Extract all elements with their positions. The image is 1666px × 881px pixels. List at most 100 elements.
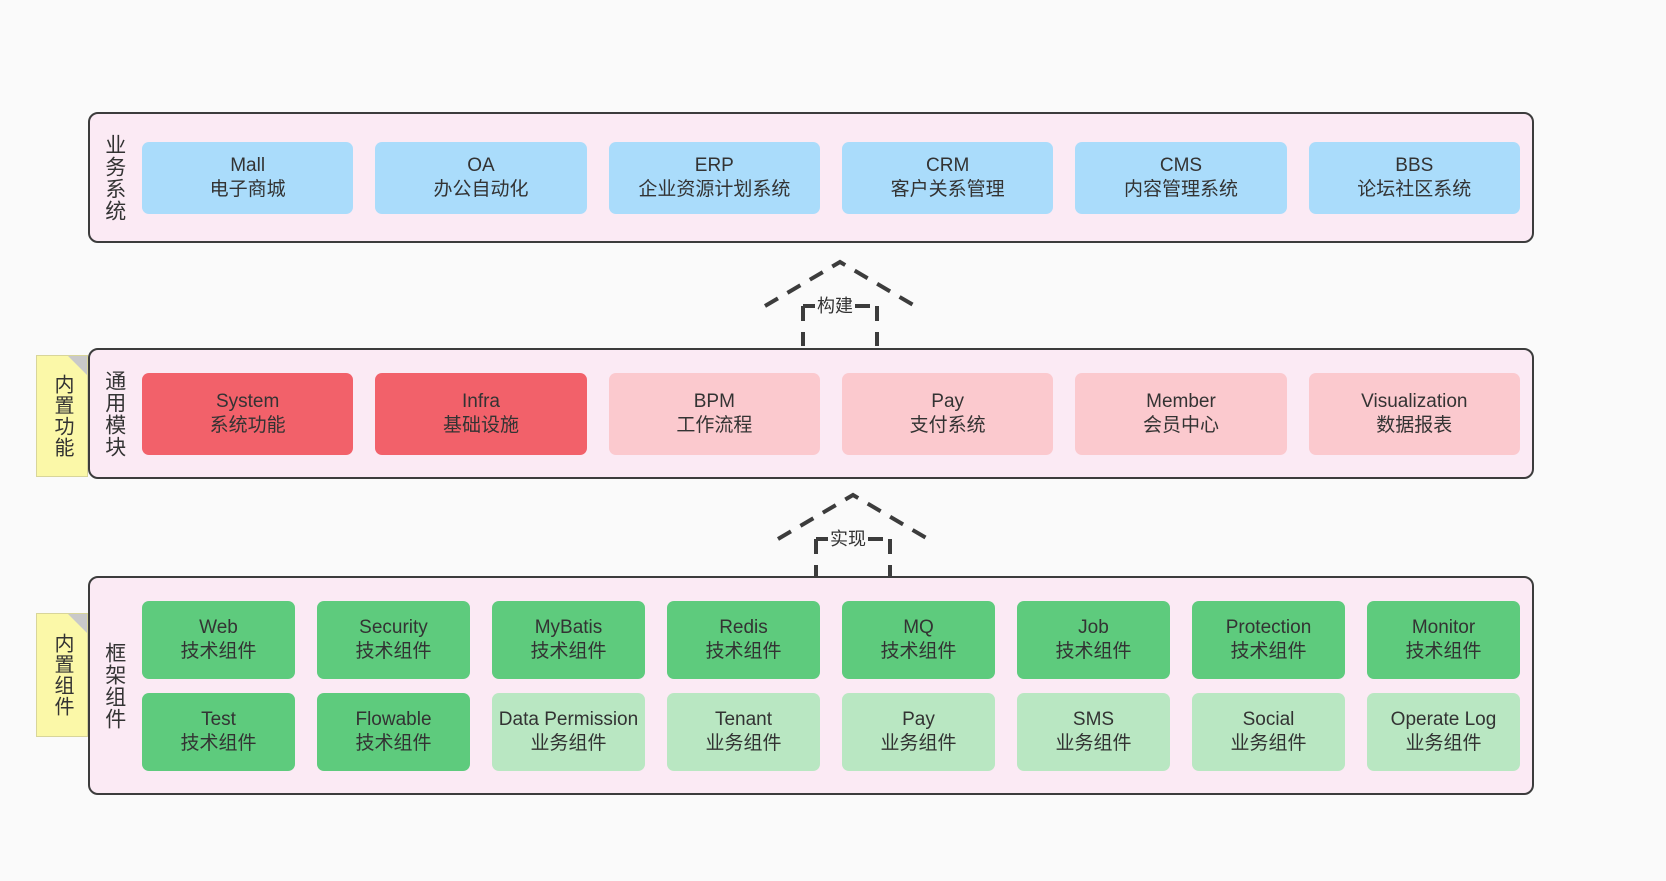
- business-item-cms[interactable]: CMS 内容管理系统: [1075, 141, 1287, 214]
- business-item-desc: 内容管理系统: [1123, 178, 1238, 200]
- connector-implement-label: 实现: [828, 525, 868, 551]
- framework-item-name: Flowable: [355, 709, 432, 731]
- layer-title-framework: 框架组件: [102, 641, 126, 730]
- common-item-desc: 系统功能: [209, 414, 286, 436]
- framework-item-name: Operate Log: [1390, 709, 1497, 731]
- framework-item-name: Job: [1078, 617, 1109, 639]
- common-item-desc: 数据报表: [1376, 414, 1453, 436]
- framework-item-operate-log[interactable]: Operate Log 业务组件: [1367, 692, 1520, 771]
- framework-item-desc: 技术组件: [1055, 640, 1132, 662]
- framework-item-desc: 业务组件: [1230, 732, 1307, 754]
- common-item-member[interactable]: Member 会员中心: [1075, 372, 1287, 455]
- business-item-desc: 企业资源计划系统: [638, 178, 791, 200]
- framework-item-desc: 技术组件: [355, 732, 432, 754]
- framework-item-name: Data Permission: [498, 709, 639, 731]
- business-item-name: CMS: [1159, 155, 1203, 177]
- framework-item-protection[interactable]: Protection 技术组件: [1192, 600, 1345, 679]
- layer-title-common: 通用模块: [102, 369, 126, 458]
- framework-item-name: Tenant: [714, 709, 773, 731]
- framework-item-desc: 技术组件: [180, 640, 257, 662]
- framework-item-web[interactable]: Web 技术组件: [142, 600, 295, 679]
- business-item-name: BBS: [1395, 155, 1434, 177]
- framework-item-desc: 技术组件: [355, 640, 432, 662]
- layer-body-common: System 系统功能 Infra 基础设施 BPM 工作流程 Pay 支付系统…: [138, 350, 1532, 477]
- framework-item-desc: 技术组件: [1230, 640, 1307, 662]
- business-item-name: ERP: [694, 155, 734, 177]
- layer-body-business: Mall 电子商城 OA 办公自动化 ERP 企业资源计划系统 CRM 客户关系…: [138, 114, 1532, 241]
- note-built-in-components: 内置组件: [36, 613, 88, 737]
- framework-row-tech: Web 技术组件 Security 技术组件 MyBatis 技术组件 Redi…: [142, 600, 1520, 679]
- business-item-crm[interactable]: CRM 客户关系管理: [841, 141, 1054, 214]
- common-item-name: Visualization: [1361, 391, 1468, 413]
- business-item-oa[interactable]: OA 办公自动化: [375, 141, 587, 214]
- framework-item-name: SMS: [1072, 709, 1115, 731]
- framework-item-name: Protection: [1225, 617, 1312, 639]
- layer-title-business: 业务系统: [102, 133, 126, 222]
- common-item-visualization[interactable]: Visualization 数据报表: [1308, 372, 1520, 455]
- framework-item-desc: 技术组件: [705, 640, 782, 662]
- framework-item-mybatis[interactable]: MyBatis 技术组件: [492, 600, 645, 679]
- framework-item-name: Test: [201, 709, 236, 731]
- business-item-desc: 论坛社区系统: [1357, 178, 1472, 200]
- framework-item-test[interactable]: Test 技术组件: [142, 692, 295, 771]
- connector-build-label: 构建: [815, 292, 855, 318]
- framework-item-desc: 技术组件: [880, 640, 957, 662]
- layer-body-framework: Web 技术组件 Security 技术组件 MyBatis 技术组件 Redi…: [138, 578, 1532, 793]
- common-row: System 系统功能 Infra 基础设施 BPM 工作流程 Pay 支付系统…: [142, 372, 1520, 455]
- framework-item-desc: 业务组件: [880, 732, 957, 754]
- framework-item-name: Web: [199, 617, 238, 639]
- framework-item-data-permission[interactable]: Data Permission 业务组件: [492, 692, 645, 771]
- connector-implement: 实现: [768, 491, 938, 579]
- common-item-desc: 工作流程: [676, 414, 753, 436]
- framework-item-flowable[interactable]: Flowable 技术组件: [317, 692, 470, 771]
- framework-item-monitor[interactable]: Monitor 技术组件: [1367, 600, 1520, 679]
- framework-item-name: MyBatis: [534, 617, 603, 639]
- common-item-name: BPM: [693, 391, 735, 413]
- business-item-name: Mall: [230, 155, 266, 177]
- framework-item-redis[interactable]: Redis 技术组件: [667, 600, 820, 679]
- common-item-desc: 基础设施: [442, 414, 519, 436]
- business-item-erp[interactable]: ERP 企业资源计划系统: [608, 141, 820, 214]
- framework-item-name: Security: [359, 617, 428, 639]
- common-item-system[interactable]: System 系统功能: [142, 372, 354, 455]
- framework-item-desc: 业务组件: [1055, 732, 1132, 754]
- framework-item-name: Social: [1242, 709, 1295, 731]
- common-item-name: System: [215, 391, 280, 413]
- common-item-desc: 会员中心: [1142, 414, 1219, 436]
- note-built-in-features: 内置功能: [36, 355, 88, 477]
- framework-row-business: Test 技术组件 Flowable 技术组件 Data Permission …: [142, 692, 1520, 771]
- common-item-pay[interactable]: Pay 支付系统: [841, 372, 1054, 455]
- framework-item-tenant[interactable]: Tenant 业务组件: [667, 692, 820, 771]
- framework-item-pay[interactable]: Pay 业务组件: [842, 692, 995, 771]
- business-item-mall[interactable]: Mall 电子商城: [142, 141, 354, 214]
- framework-item-desc: 技术组件: [1405, 640, 1482, 662]
- common-item-name: Pay: [931, 391, 965, 413]
- framework-item-mq[interactable]: MQ 技术组件: [842, 600, 995, 679]
- framework-item-job[interactable]: Job 技术组件: [1017, 600, 1170, 679]
- framework-item-name: Pay: [902, 709, 935, 731]
- framework-item-desc: 技术组件: [530, 640, 607, 662]
- layer-framework-component: 框架组件 Web 技术组件 Security 技术组件 MyBatis 技术组件…: [88, 576, 1534, 795]
- framework-item-desc: 业务组件: [530, 732, 607, 754]
- connector-build: 构建: [755, 258, 925, 346]
- framework-item-name: MQ: [903, 617, 934, 639]
- common-item-infra[interactable]: Infra 基础设施: [375, 372, 587, 455]
- business-item-desc: 办公自动化: [433, 178, 529, 200]
- business-item-bbs[interactable]: BBS 论坛社区系统: [1308, 141, 1520, 214]
- common-item-name: Infra: [461, 391, 500, 413]
- framework-item-name: Monitor: [1411, 617, 1476, 639]
- framework-item-security[interactable]: Security 技术组件: [317, 600, 470, 679]
- business-item-desc: 电子商城: [209, 178, 286, 200]
- business-item-desc: 客户关系管理: [890, 178, 1005, 200]
- common-item-name: Member: [1146, 391, 1216, 413]
- framework-item-name: Redis: [719, 617, 768, 639]
- framework-item-desc: 技术组件: [180, 732, 257, 754]
- layer-business-system: 业务系统 Mall 电子商城 OA 办公自动化 ERP 企业资源计划系统 CRM…: [88, 112, 1534, 243]
- common-item-bpm[interactable]: BPM 工作流程: [608, 372, 820, 455]
- business-item-name: CRM: [926, 155, 970, 177]
- note-built-in-components-label: 内置组件: [51, 633, 73, 717]
- note-built-in-features-label: 内置功能: [51, 374, 73, 458]
- framework-item-sms[interactable]: SMS 业务组件: [1017, 692, 1170, 771]
- framework-item-social[interactable]: Social 业务组件: [1192, 692, 1345, 771]
